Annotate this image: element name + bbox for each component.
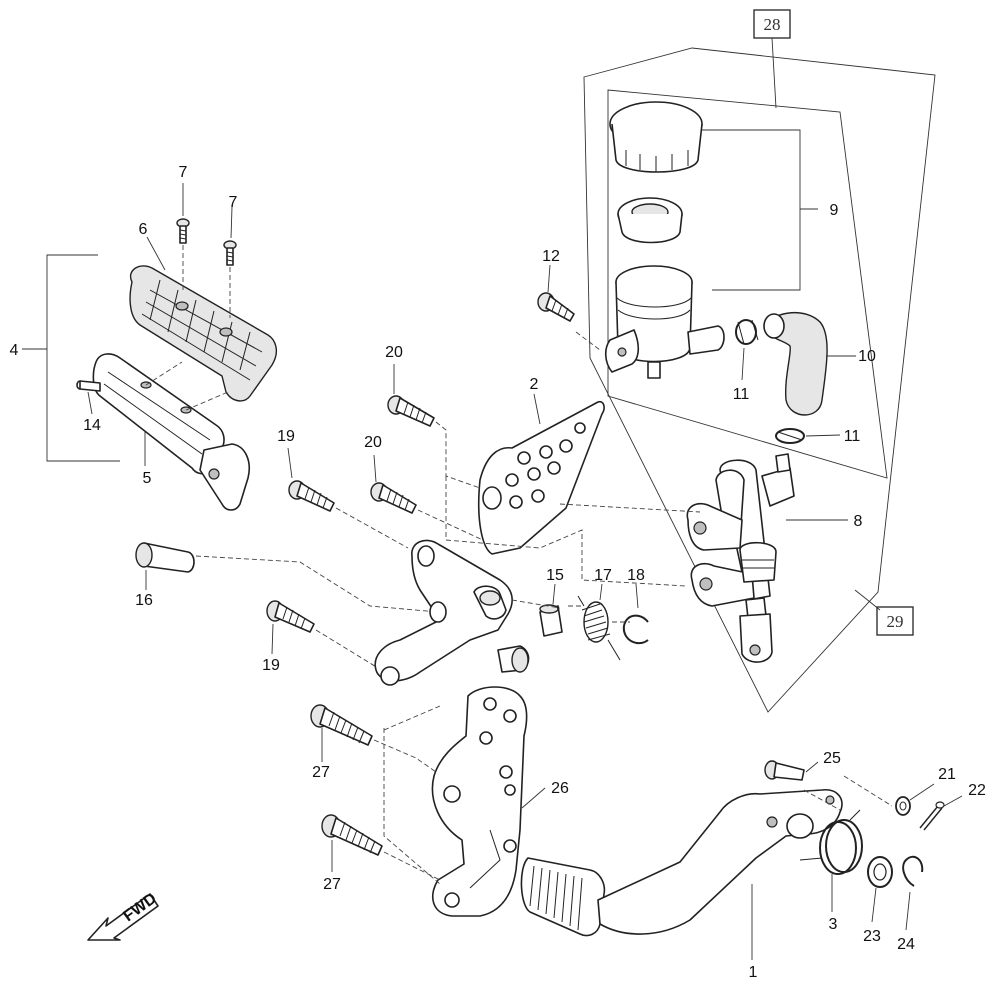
callout-27b: 27	[323, 876, 341, 893]
pivot-pin-part-16	[135, 542, 195, 573]
leader-25	[805, 761, 819, 773]
callout-23: 23	[863, 928, 881, 945]
clevis-pin-part-25	[764, 760, 805, 781]
pedal-bracket-part-26	[431, 686, 528, 917]
screw-part-7b	[223, 240, 237, 266]
leader-15	[552, 583, 556, 605]
callout-3: 3	[829, 916, 838, 933]
callout-20b: 20	[364, 434, 382, 451]
return-spring-part-3	[799, 809, 863, 875]
callout-22: 22	[968, 782, 986, 799]
group-outline-29	[583, 47, 936, 713]
leader-24	[905, 891, 911, 931]
callout-21: 21	[938, 766, 956, 783]
callout-18: 18	[627, 567, 645, 584]
spring-part-17	[577, 595, 621, 661]
leader-2	[533, 393, 541, 425]
hose-clamp-part-11a	[735, 319, 759, 345]
circlip-part-18	[622, 614, 649, 645]
pin-part-14	[76, 380, 101, 392]
reservoir-body-part-9	[604, 265, 725, 379]
footpeg-bracket	[374, 539, 530, 686]
leader-11a	[741, 347, 745, 381]
cotter-pin-part-22	[919, 801, 945, 831]
washer-part-21	[895, 796, 911, 816]
callout-25: 25	[823, 750, 841, 767]
callout-5: 5	[143, 470, 152, 487]
callout-16: 16	[135, 592, 153, 609]
reservoir-cap-part-9	[609, 101, 703, 173]
callout-26: 26	[551, 780, 569, 797]
bolt-part-19a	[288, 480, 335, 512]
callout-box-29	[876, 606, 914, 636]
leader-19a	[287, 447, 293, 479]
leader-6	[146, 236, 166, 271]
bolt-part-12	[537, 292, 575, 322]
leader-29	[854, 589, 881, 611]
footpeg-rubber-part-6	[129, 265, 278, 402]
bolt-part-27a	[310, 704, 373, 746]
callout-17: 17	[594, 567, 612, 584]
bushing-part-15	[539, 604, 563, 637]
callout-28: 28	[764, 15, 781, 34]
forward-arrow-icon: FWD	[87, 890, 160, 941]
screw-part-7a	[176, 218, 190, 244]
callout-11b: 11	[844, 428, 861, 445]
callout-box-28	[753, 9, 791, 39]
heel-guard-part-2	[477, 400, 605, 555]
callout-19b: 19	[262, 657, 280, 674]
leader-11b	[805, 434, 841, 437]
bolt-part-27b	[321, 814, 383, 856]
callout-9: 9	[830, 202, 839, 219]
master-cylinder-part-8	[686, 453, 795, 663]
leader-26	[521, 787, 546, 809]
callout-7b: 7	[229, 194, 238, 211]
hose-clamp-part-11b	[775, 428, 805, 444]
leader-23	[871, 887, 877, 923]
leader-12	[547, 264, 551, 293]
callout-1: 1	[749, 964, 758, 981]
circlip-part-24	[902, 855, 924, 887]
bolt-part-20b	[370, 482, 417, 514]
callout-2: 2	[530, 376, 539, 393]
bracket-9	[702, 129, 801, 291]
callout-8: 8	[854, 513, 863, 530]
leader-17	[599, 583, 603, 601]
leader-19b	[271, 623, 274, 655]
callout-12: 12	[542, 248, 560, 265]
callout-10: 10	[858, 348, 876, 365]
callout-24: 24	[897, 936, 915, 953]
callout-7a: 7	[179, 164, 188, 181]
callout-15: 15	[546, 567, 564, 584]
brake-pedal-part-1	[520, 789, 843, 937]
bracket-4	[46, 254, 120, 462]
callout-4: 4	[10, 342, 19, 359]
callout-19a: 19	[277, 428, 295, 445]
leader-18	[635, 583, 639, 609]
leader-22	[943, 795, 963, 807]
leader-21	[909, 783, 935, 801]
callout-20a: 20	[385, 344, 403, 361]
callout-27a: 27	[312, 764, 330, 781]
leader-7b	[230, 206, 233, 239]
bolt-part-20a	[387, 395, 435, 427]
bolt-part-19b	[266, 600, 315, 633]
leader-28	[771, 37, 777, 109]
washer-part-23	[867, 856, 893, 888]
reservoir-hose-part-10	[763, 311, 828, 416]
leader-20b	[373, 454, 377, 483]
callout-11a: 11	[733, 386, 750, 403]
callout-29: 29	[887, 612, 904, 631]
reservoir-diaphragm-part-9	[617, 197, 683, 244]
group-outline-28	[607, 89, 888, 479]
callout-6: 6	[139, 221, 148, 238]
leader-14	[87, 391, 93, 415]
callout-14: 14	[83, 417, 101, 434]
